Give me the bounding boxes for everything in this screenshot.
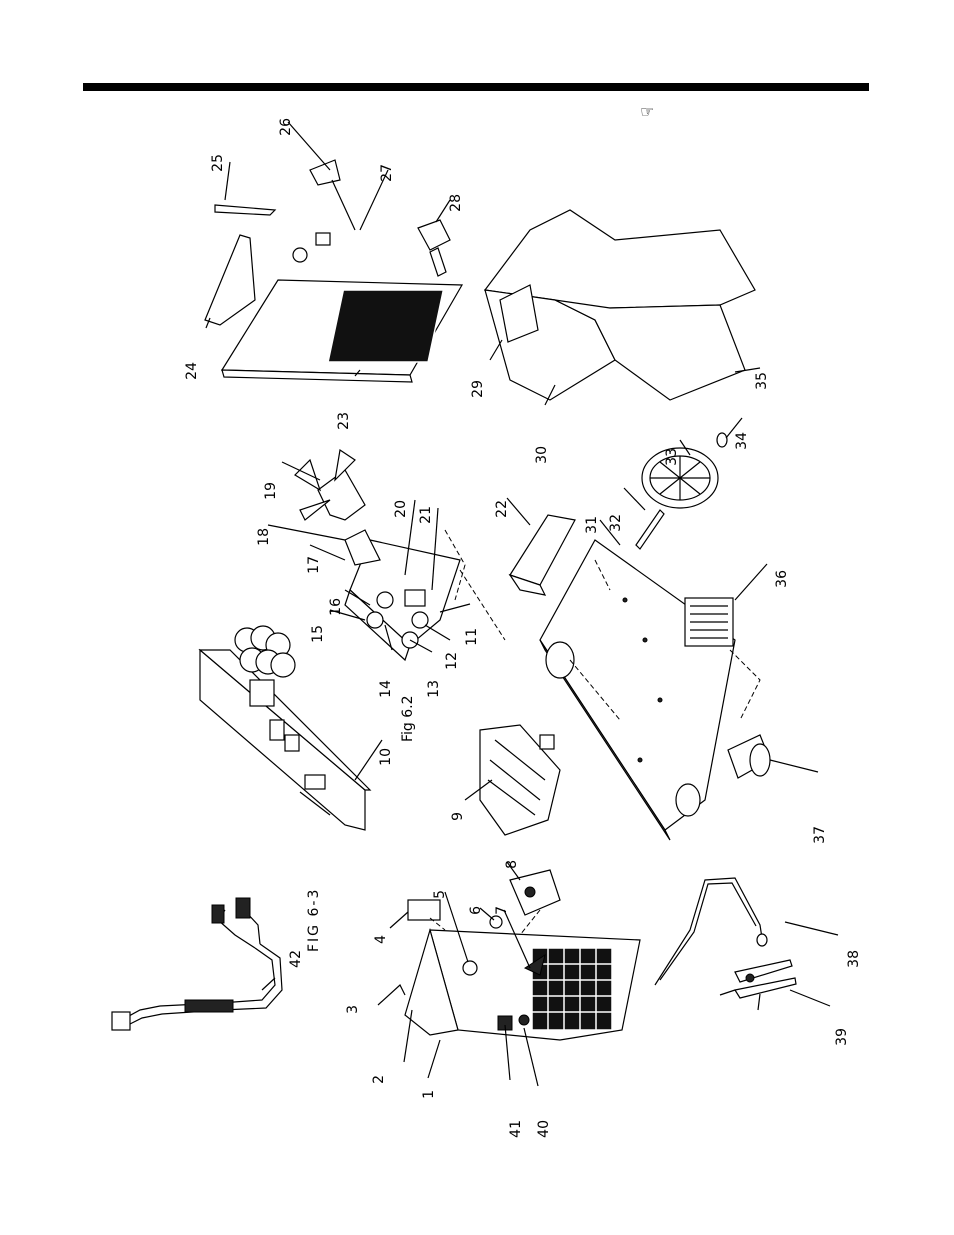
callout-14: 14 (378, 680, 394, 698)
callout-42: 42 (288, 950, 304, 968)
callout-1: 1 (421, 1090, 437, 1099)
callout-39: 39 (834, 1028, 850, 1046)
callout-40: 40 (536, 1120, 552, 1138)
mig-torch-assembly (111, 897, 283, 1031)
front-panel-assembly (404, 869, 641, 1041)
callout-35: 35 (754, 372, 770, 390)
callout-38: 38 (846, 950, 862, 968)
callout-13: 13 (426, 680, 442, 698)
callout-23: 23 (336, 412, 352, 430)
base-assembly (539, 432, 771, 841)
housing-assembly (483, 209, 756, 401)
callout-18: 18 (256, 528, 272, 546)
fig-6-2-label: Fig 6.2 (400, 695, 416, 742)
ground-cable-assembly (654, 877, 797, 1011)
transformer-assembly (479, 724, 561, 836)
callout-37: 37 (812, 826, 828, 844)
rectifier-fan-assembly (294, 448, 506, 662)
callout-12: 12 (444, 652, 460, 670)
callout-3: 3 (345, 1005, 361, 1014)
header-rule (83, 83, 869, 91)
control-board-assembly (198, 625, 372, 831)
callout-20: 20 (393, 500, 409, 518)
callout-11: 11 (464, 628, 480, 646)
callout-4: 4 (373, 935, 389, 944)
callout-21: 21 (418, 506, 434, 524)
callout-33: 33 (664, 448, 680, 466)
callout-5: 5 (432, 890, 448, 899)
callout-36: 36 (774, 570, 790, 588)
callout-26: 26 (278, 118, 294, 136)
callout-8: 8 (504, 860, 520, 869)
callout-17: 17 (306, 556, 322, 574)
callout-28: 28 (448, 194, 464, 212)
callout-7: 7 (494, 906, 510, 915)
callout-24: 24 (184, 362, 200, 380)
callout-34: 34 (734, 432, 750, 450)
hand-pointer-icon: ☞ (640, 102, 655, 121)
callout-41: 41 (508, 1120, 524, 1138)
callout-16: 16 (328, 598, 344, 616)
fig-6-3-label: FIG 6-3 (306, 888, 322, 952)
callout-22: 22 (494, 500, 510, 518)
bracket-assembly (508, 514, 576, 596)
leader-lines (205, 121, 839, 1087)
callout-6: 6 (468, 906, 484, 915)
callout-9: 9 (450, 812, 466, 821)
callout-10: 10 (378, 748, 394, 766)
callout-15: 15 (310, 625, 326, 643)
callout-19: 19 (263, 482, 279, 500)
callout-27: 27 (379, 164, 395, 182)
callout-2: 2 (371, 1075, 387, 1084)
callout-25: 25 (210, 154, 226, 172)
callout-31: 31 (584, 516, 600, 534)
callout-labels: 1 2 3 4 5 6 7 8 9 10 11 12 13 14 15 16 1… (184, 118, 862, 1138)
callout-30: 30 (534, 446, 550, 464)
callout-29: 29 (470, 380, 486, 398)
callout-32: 32 (608, 514, 624, 532)
rear-panel-assembly (204, 159, 464, 383)
